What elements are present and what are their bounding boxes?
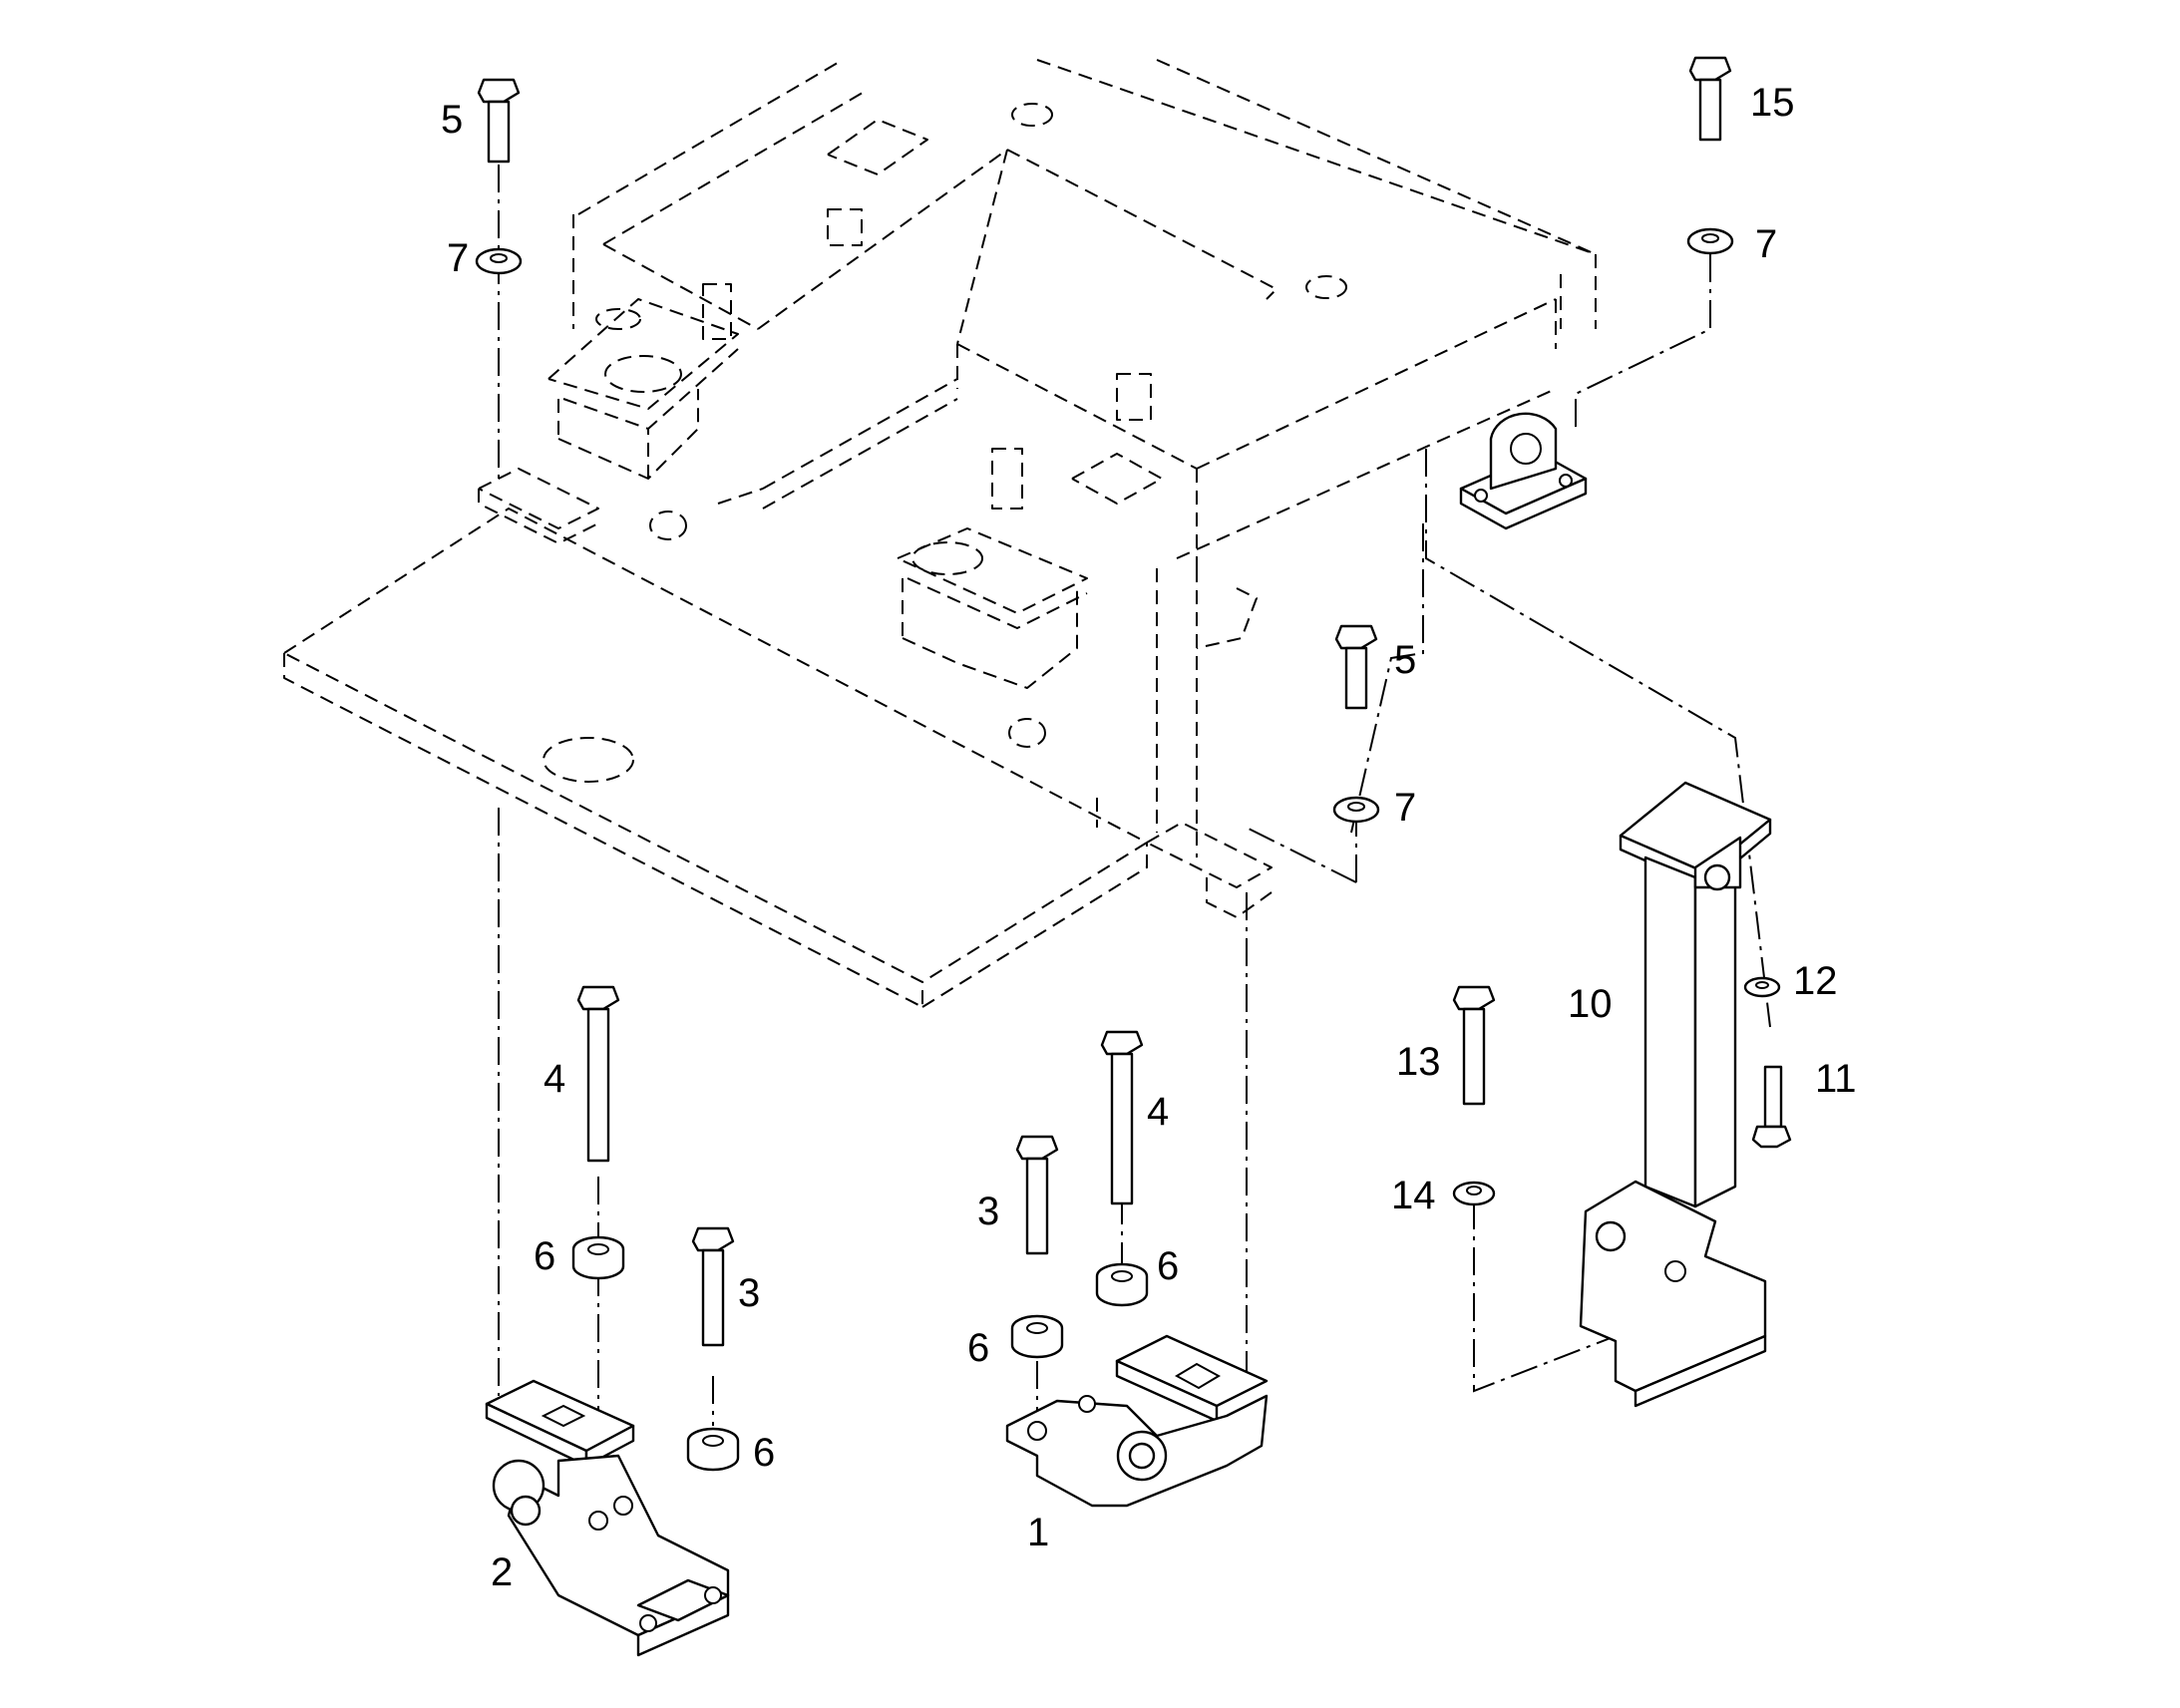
pivot-block xyxy=(1459,412,1588,530)
callout-7-center: 7 xyxy=(1394,786,1416,830)
spacer-6-left-upper xyxy=(571,1235,625,1280)
spacer-6-left-lower xyxy=(686,1427,740,1472)
callout-6-center-upper: 6 xyxy=(1157,1244,1179,1288)
bolt-4-left xyxy=(576,985,620,1163)
lift-cylinder-10 xyxy=(1579,781,1772,1408)
bolt-3-left xyxy=(691,1226,735,1347)
callout-5-top-left: 5 xyxy=(441,98,463,142)
callout-11: 11 xyxy=(1815,1057,1857,1101)
washer-14 xyxy=(1452,1181,1496,1206)
bolt-15 xyxy=(1688,56,1732,142)
callout-15: 15 xyxy=(1750,81,1795,125)
callout-13: 13 xyxy=(1396,1040,1441,1084)
bolt-11 xyxy=(1751,1065,1792,1149)
callout-labels: 5 7 15 7 5 7 10 12 11 13 14 4 6 3 6 2 4 … xyxy=(441,81,1857,1594)
callout-7-right: 7 xyxy=(1755,222,1777,266)
washer-7-center xyxy=(1332,796,1380,824)
callout-6-left-upper: 6 xyxy=(534,1234,555,1278)
callout-6-left-lower: 6 xyxy=(753,1431,775,1475)
washer-12 xyxy=(1743,976,1781,998)
callout-6-center-lower: 6 xyxy=(967,1326,989,1370)
bolt-4-center xyxy=(1100,1030,1144,1205)
callout-7-top-left: 7 xyxy=(447,236,469,280)
mount-bracket-1 xyxy=(1005,1334,1269,1508)
bolt-13 xyxy=(1452,985,1496,1106)
callout-5-center: 5 xyxy=(1394,638,1416,682)
bolt-5-center xyxy=(1334,624,1378,710)
callout-4-left: 4 xyxy=(544,1057,565,1101)
callout-1: 1 xyxy=(1027,1511,1049,1554)
washer-7-right xyxy=(1686,227,1734,255)
bolt-3-center xyxy=(1015,1135,1059,1255)
washer-7-top-left xyxy=(475,247,523,275)
callout-4-center: 4 xyxy=(1147,1090,1169,1134)
spacer-6-center-upper xyxy=(1095,1262,1149,1307)
spacer-6-center-lower xyxy=(1010,1314,1064,1359)
callout-2: 2 xyxy=(491,1550,513,1594)
callout-12: 12 xyxy=(1793,959,1838,1003)
callout-3-center: 3 xyxy=(977,1190,999,1233)
mount-bracket-2 xyxy=(485,1379,730,1657)
callout-3-left: 3 xyxy=(738,1271,760,1315)
machine-frame-phantom xyxy=(283,59,1597,1008)
callout-14: 14 xyxy=(1391,1174,1436,1217)
leader-lines xyxy=(498,165,1781,1436)
bolt-5-top-left xyxy=(477,78,521,164)
callout-10: 10 xyxy=(1568,982,1613,1026)
